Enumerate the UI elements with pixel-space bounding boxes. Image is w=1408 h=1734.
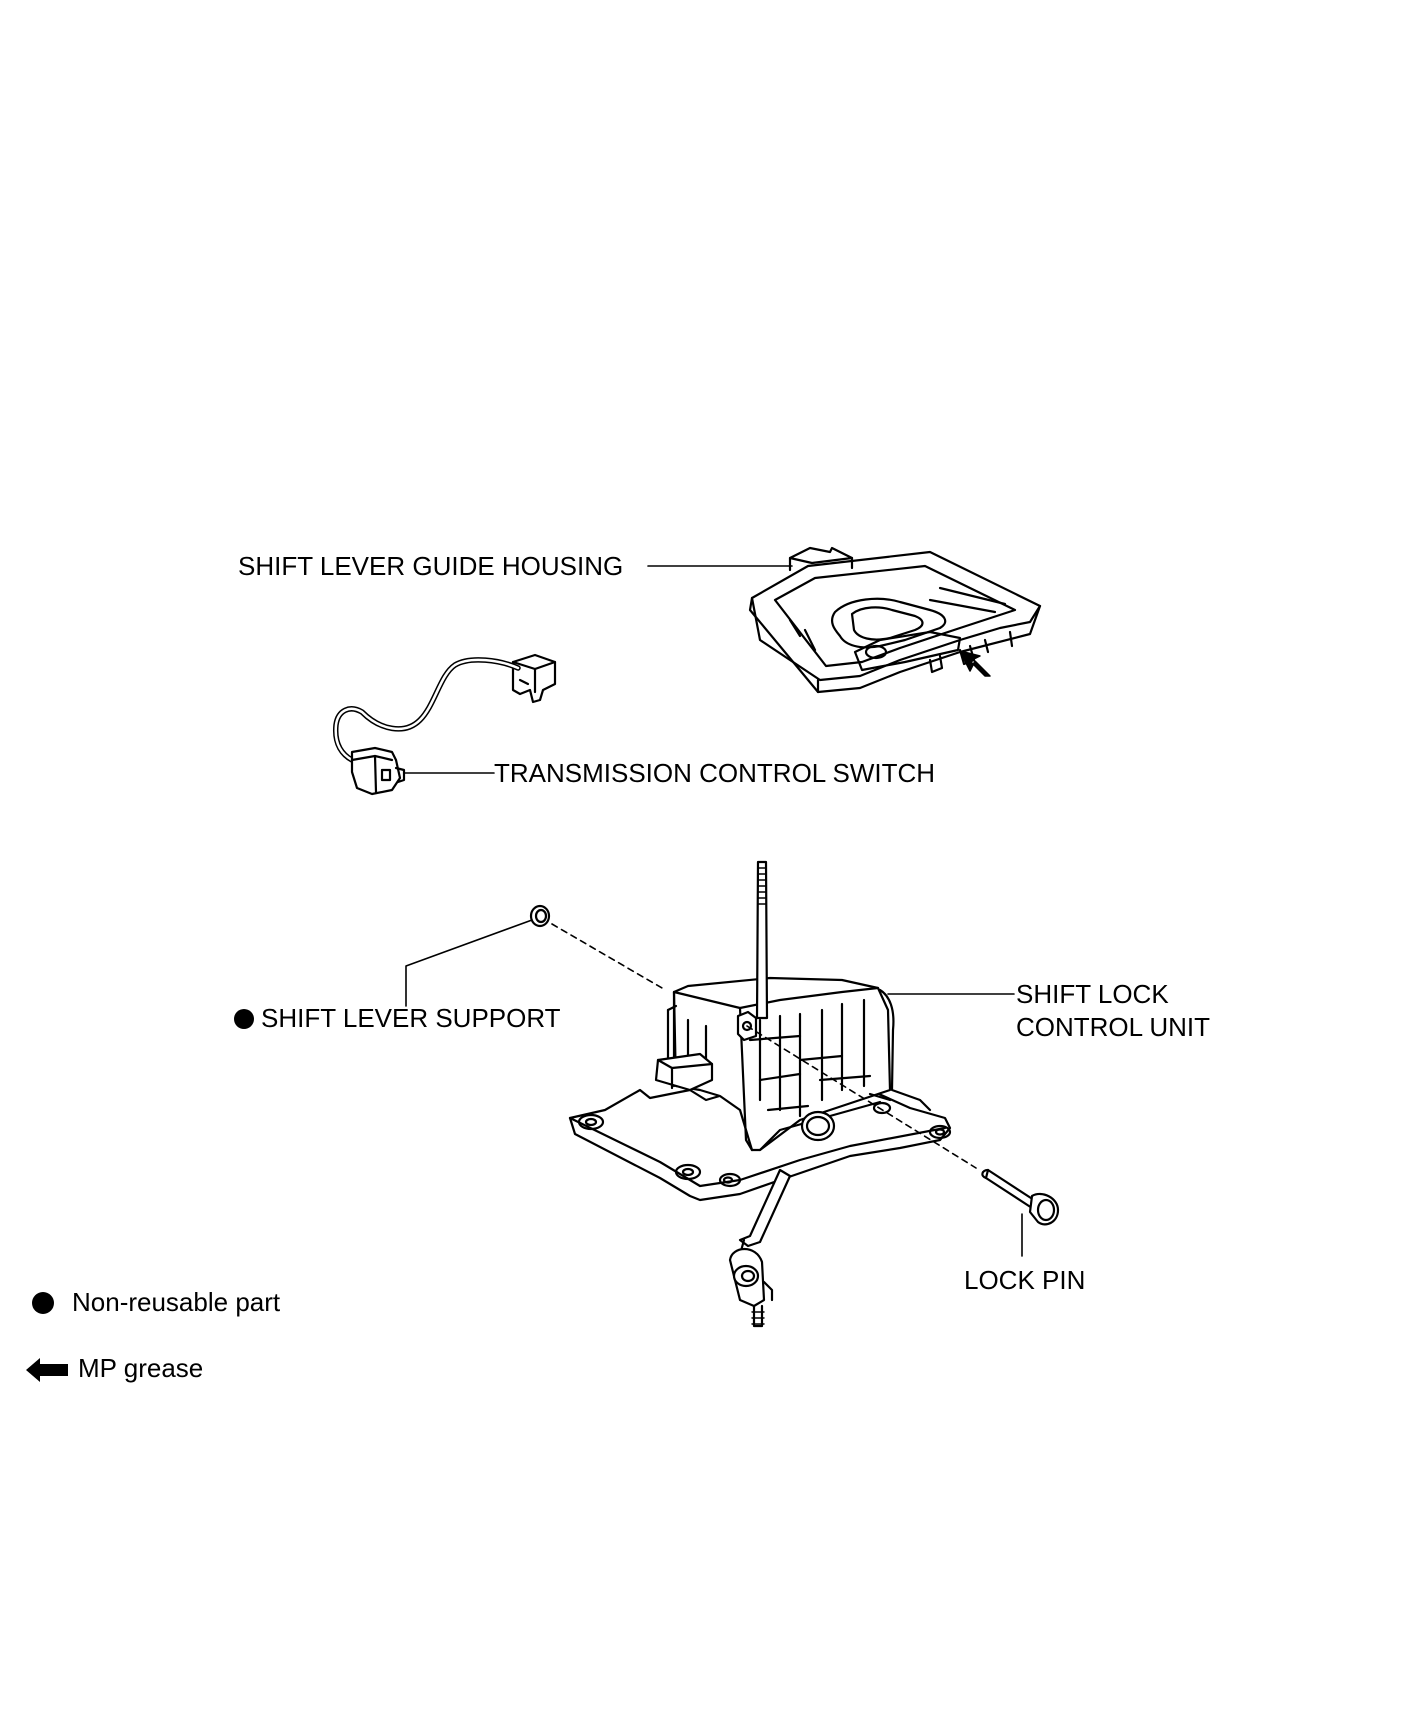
shift-lever-support-part — [529, 904, 551, 928]
label-shift-lever-support-row: SHIFT LEVER SUPPORT — [234, 1002, 561, 1034]
shift-lever-guide-housing-part — [748, 546, 1042, 694]
label-lock-pin: LOCK PIN — [964, 1265, 1086, 1295]
lock-pin-part — [981, 1168, 1060, 1226]
label-shift-lock-control-unit-line1: SHIFT LOCK — [1016, 979, 1169, 1009]
filled-circle-icon — [32, 1292, 54, 1314]
label-shift-lock-control-unit-line2: CONTROL UNIT — [1016, 1012, 1211, 1042]
shift-lock-control-unit-part — [568, 860, 952, 1328]
leader-line-shift-lever-support — [405, 919, 533, 1007]
label-transmission-control-switch: TRANSMISSION CONTROL SWITCH — [494, 758, 936, 788]
assembly-line-support — [551, 923, 663, 989]
label-shift-lever-support: SHIFT LEVER SUPPORT — [261, 1003, 561, 1033]
transmission-control-switch-part — [332, 653, 557, 796]
legend-label-non-reusable: Non-reusable part — [72, 1287, 281, 1317]
non-reusable-dot-icon — [234, 1009, 254, 1029]
assembly-line-lock-pin — [746, 1025, 977, 1169]
legend-label-mp-grease: MP grease — [78, 1353, 204, 1383]
label-shift-lever-guide-housing: SHIFT LEVER GUIDE HOUSING — [238, 551, 624, 581]
arrow-left-icon — [26, 1358, 68, 1382]
